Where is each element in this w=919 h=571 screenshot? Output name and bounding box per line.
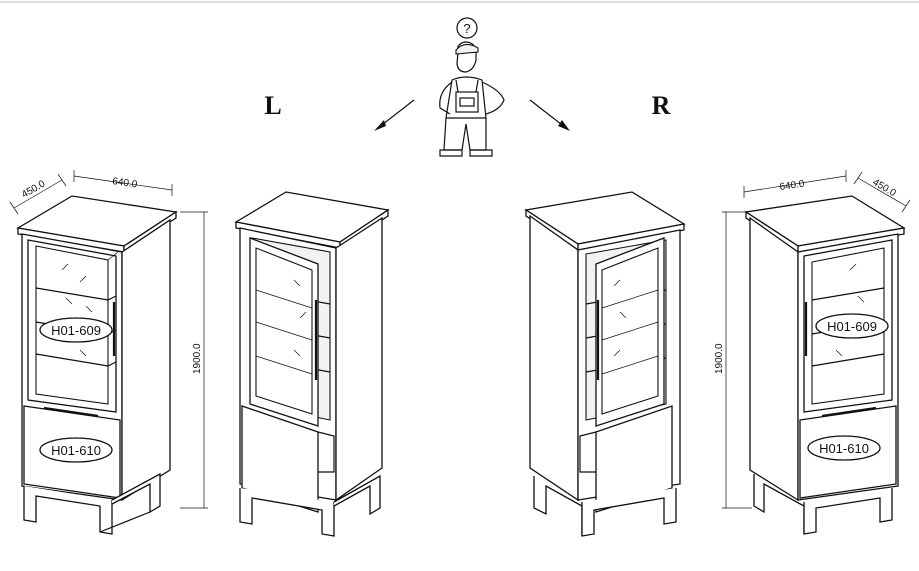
open-lower-door xyxy=(241,405,319,513)
cabinet-left-closed: H01-609 H01-610 450.0 640.0 1900.0 xyxy=(9,170,208,535)
worker-pocket xyxy=(459,97,475,107)
dim-depth-line xyxy=(857,177,907,207)
part-label-top-oval xyxy=(39,317,113,343)
label-left: L xyxy=(264,91,281,120)
dim-width-line xyxy=(743,175,847,193)
question-bubble xyxy=(456,17,478,39)
worker-right-shoe xyxy=(469,149,493,157)
part-label-bottom-oval xyxy=(39,437,113,463)
worker-left-arm xyxy=(439,81,453,115)
drawer-handle xyxy=(821,406,877,418)
worker-right-arm xyxy=(481,81,505,115)
part-label-top: H01-609 xyxy=(827,319,877,334)
cabinet-side xyxy=(121,218,171,502)
worker-torso xyxy=(445,76,487,119)
worker-left-shoe xyxy=(439,149,463,157)
dim-width: 640.0 xyxy=(112,176,139,190)
dim-width: 640.0 xyxy=(779,179,806,193)
arrow-right xyxy=(529,99,570,131)
dim-height: 1900.0 xyxy=(192,343,203,374)
cabinet-right-closed: H01-609 H01-610 640.0 450.0 1900.0 xyxy=(714,170,911,535)
part-label-bottom: H01-610 xyxy=(51,443,101,458)
worker-head xyxy=(456,41,477,73)
part-label-top-oval xyxy=(815,313,889,339)
worker-bib xyxy=(455,91,479,113)
question-mark: ? xyxy=(463,21,470,36)
dim-depth-line xyxy=(13,179,63,209)
label-right: R xyxy=(652,91,671,120)
part-label-top: H01-609 xyxy=(51,323,101,338)
worker-legs xyxy=(443,117,487,151)
part-label-bottom-oval xyxy=(807,435,881,461)
dim-height: 1900.0 xyxy=(714,343,725,374)
cabinet-legs xyxy=(23,486,113,535)
worker-cap xyxy=(455,43,479,55)
arrow-left xyxy=(374,99,415,131)
drawer-handle xyxy=(43,406,99,418)
dim-width-line xyxy=(73,175,173,191)
dim-depth: 450.0 xyxy=(871,177,899,199)
dim-depth: 450.0 xyxy=(20,178,48,200)
cabinet-side xyxy=(749,216,799,502)
open-lower-door xyxy=(595,405,673,513)
cabinet-right-open xyxy=(524,191,686,537)
cabinet-left-open xyxy=(234,191,390,537)
part-label-bottom: H01-610 xyxy=(819,441,869,456)
worker-figure: ? xyxy=(439,17,505,157)
